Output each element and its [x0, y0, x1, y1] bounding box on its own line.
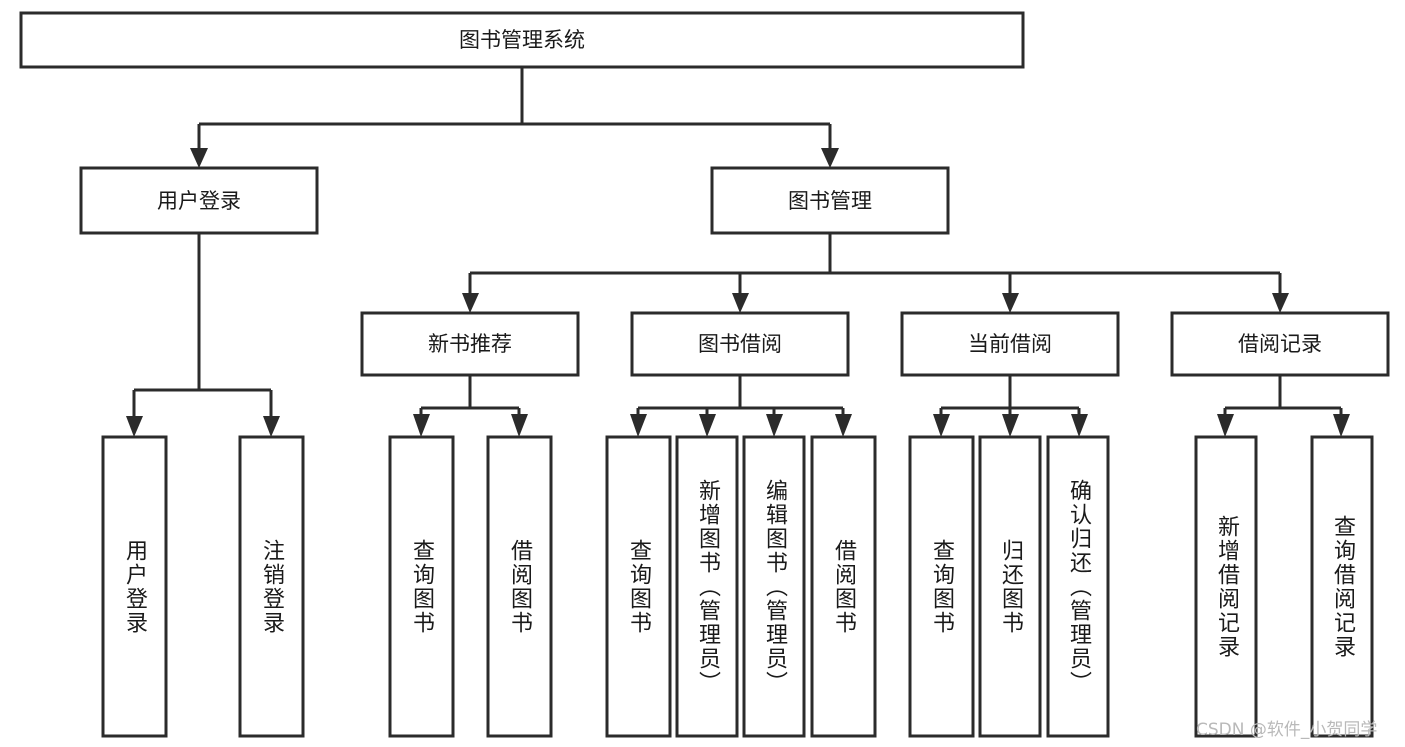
- arrow-leaf-confirm-return: [1071, 414, 1088, 437]
- node-current-borrow-box[interactable]: [900, 311, 1120, 377]
- node-leaf-add-book[interactable]: [675, 435, 739, 738]
- connector-group-root: [190, 67, 839, 168]
- node-leaf-user-login[interactable]: [101, 435, 168, 738]
- node-leaf-query-record-box[interactable]: [1310, 435, 1374, 738]
- node-current-borrow-label: 当前借阅: [968, 332, 1052, 356]
- node-leaf-query-book-3-box[interactable]: [908, 435, 975, 738]
- node-new-book-rec-box[interactable]: [360, 311, 580, 377]
- node-new-book-rec[interactable]: 新书推荐: [360, 311, 580, 377]
- node-new-book-rec-label: 新书推荐: [428, 332, 512, 356]
- arrow-leaf-edit-book: [766, 414, 783, 437]
- arrow-leaf-query-book-1: [413, 414, 430, 437]
- node-leaf-edit-book-box[interactable]: [742, 435, 806, 738]
- node-leaf-query-book-2[interactable]: [605, 435, 672, 738]
- node-leaf-user-login-box[interactable]: [101, 435, 168, 738]
- node-leaf-borrow-book-1[interactable]: [486, 435, 553, 738]
- node-leaf-query-book-1-box[interactable]: [388, 435, 455, 738]
- arrow-userlogin: [190, 148, 208, 168]
- node-book-borrow-label: 图书借阅: [698, 332, 782, 356]
- node-book-borrow[interactable]: 图书借阅: [630, 311, 850, 377]
- node-leaf-edit-book[interactable]: [742, 435, 806, 738]
- node-leaf-confirm-return[interactable]: [1046, 435, 1110, 738]
- connector-group-bookborrow: [630, 375, 852, 437]
- node-root-label: 图书管理系统: [459, 28, 585, 52]
- node-borrow-record-label: 借阅记录: [1238, 332, 1322, 356]
- node-root-box[interactable]: [19, 11, 1025, 69]
- node-leaf-borrow-book-2[interactable]: [810, 435, 877, 738]
- node-leaf-logout[interactable]: [238, 435, 305, 738]
- node-leaf-add-book-box[interactable]: [675, 435, 739, 738]
- node-leaf-query-book-1[interactable]: [388, 435, 455, 738]
- arrow-leaf-add-record: [1217, 414, 1234, 437]
- node-user-login-label: 用户登录: [157, 189, 241, 213]
- node-leaf-borrow-book-2-box[interactable]: [810, 435, 877, 738]
- arrow-book-borrow: [732, 293, 749, 313]
- arrow-borrow-record: [1272, 293, 1289, 313]
- node-leaf-query-book-2-box[interactable]: [605, 435, 672, 738]
- node-leaf-add-record-box[interactable]: [1194, 435, 1258, 738]
- connector-group-userlogin: [126, 233, 280, 437]
- arrow-leaf-return-book: [1002, 414, 1019, 437]
- node-leaf-add-record[interactable]: [1194, 435, 1258, 738]
- node-leaf-confirm-return-box[interactable]: [1046, 435, 1110, 738]
- node-book-borrow-box[interactable]: [630, 311, 850, 377]
- connector-group-borrowrecord: [1217, 375, 1350, 437]
- node-current-borrow[interactable]: 当前借阅: [900, 311, 1120, 377]
- node-user-login-box[interactable]: [79, 166, 319, 235]
- node-book-manage-box[interactable]: [710, 166, 950, 235]
- node-book-manage-label: 图书管理: [788, 189, 872, 213]
- arrow-leaf-add-book: [699, 414, 716, 437]
- connector-group-bookmanage: [462, 233, 1289, 313]
- watermark-label: CSDN @软件_小贺同学: [1196, 720, 1377, 740]
- node-book-manage[interactable]: 图书管理: [710, 166, 950, 235]
- node-leaf-query-record[interactable]: [1310, 435, 1374, 738]
- arrow-leaf-query-book-3: [933, 414, 950, 437]
- arrow-leaf-borrow-book-1: [511, 414, 528, 437]
- node-leaf-return-book[interactable]: [978, 435, 1042, 738]
- arrow-leaf-query-record: [1333, 414, 1350, 437]
- arrow-bookmanage: [821, 148, 839, 168]
- arrow-leaf-borrow-book-2: [835, 414, 852, 437]
- node-leaf-return-book-box[interactable]: [978, 435, 1042, 738]
- node-leaf-query-book-3[interactable]: [908, 435, 975, 738]
- node-leaf-borrow-book-1-box[interactable]: [486, 435, 553, 738]
- node-user-login[interactable]: 用户登录: [79, 166, 319, 235]
- arrow-new-book-rec: [462, 293, 479, 313]
- arrow-leaf-query-book-2: [630, 414, 647, 437]
- node-leaf-logout-box[interactable]: [238, 435, 305, 738]
- arrow-leaf-user-login: [126, 416, 143, 437]
- connector-group-currentborrow: [933, 375, 1088, 437]
- node-root[interactable]: 图书管理系统: [19, 11, 1025, 69]
- arrow-leaf-logout: [263, 416, 280, 437]
- node-borrow-record[interactable]: 借阅记录: [1170, 311, 1390, 377]
- connector-group-newbookrec: [413, 375, 528, 437]
- arrow-current-borrow: [1002, 293, 1019, 313]
- node-borrow-record-box[interactable]: [1170, 311, 1390, 377]
